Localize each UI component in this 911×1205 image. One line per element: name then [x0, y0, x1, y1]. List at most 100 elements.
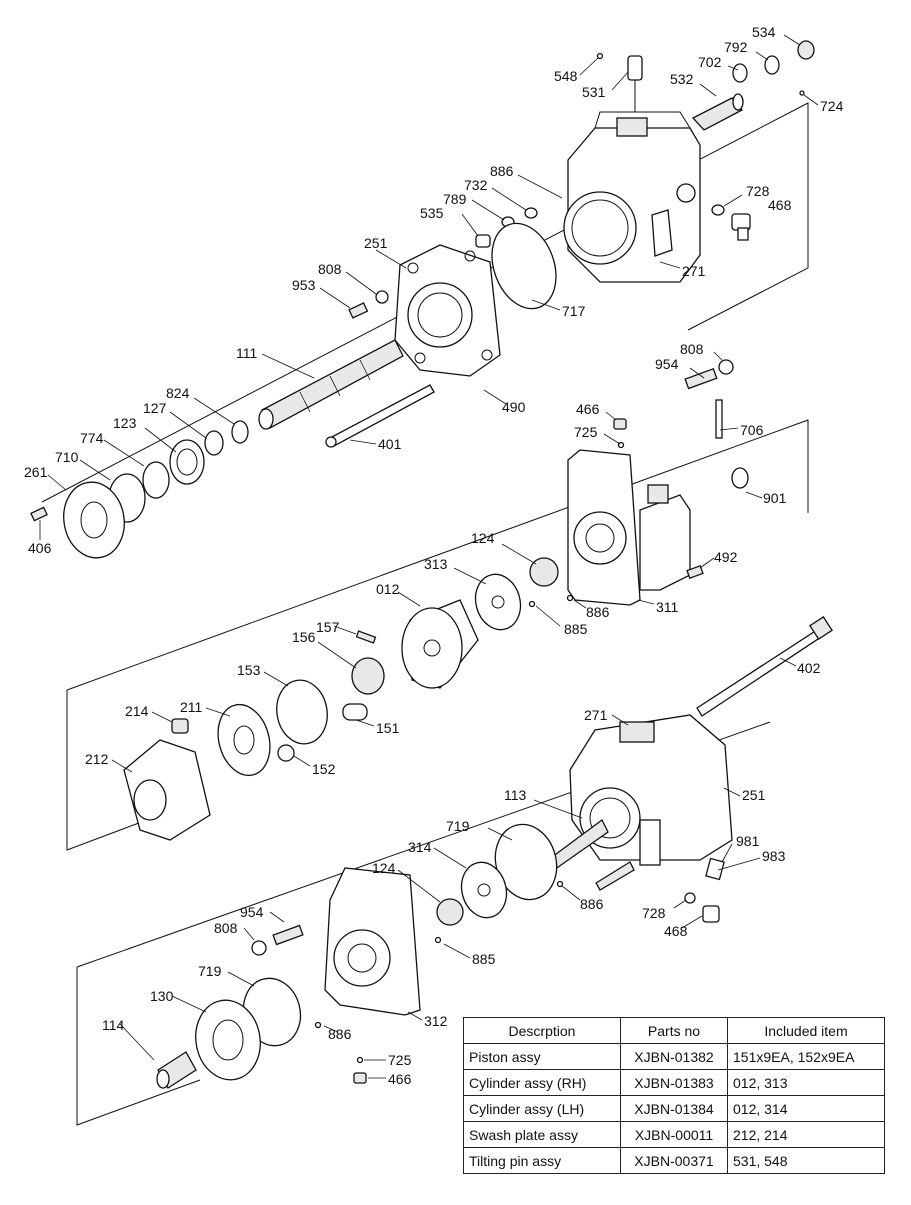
- plug-532: [691, 93, 744, 131]
- cell-included-item: 012, 314: [727, 1095, 885, 1122]
- callout-212: 212: [85, 751, 109, 767]
- parts-table-header-row: Descrption Parts no Included item: [463, 1017, 885, 1044]
- callout-151: 151: [376, 720, 400, 736]
- callout-214: 214: [125, 703, 149, 719]
- cell-description: Swash plate assy: [463, 1121, 621, 1148]
- plug-468-upper: [711, 204, 751, 241]
- valve-plate-314: [460, 861, 508, 919]
- flange-261: [30, 481, 125, 559]
- bearing-114: [156, 1051, 197, 1089]
- cell-parts-no: XJBN-01384: [620, 1095, 728, 1122]
- cell-included-item: 212, 214: [727, 1121, 885, 1148]
- cell-parts-no: XJBN-00371: [620, 1147, 728, 1174]
- shaft-111: [258, 339, 404, 430]
- parts-725-466-lower: [353, 1056, 367, 1084]
- callout-983: 983: [762, 848, 786, 864]
- callout-113: 113: [504, 787, 527, 803]
- callout-130: 130: [150, 988, 174, 1004]
- seal-rings-702-792-534: [596, 40, 815, 96]
- callout-808-b: 808: [680, 341, 704, 357]
- callout-401: 401: [378, 436, 402, 452]
- callout-724: 724: [820, 98, 844, 114]
- callout-156: 156: [292, 629, 316, 645]
- callout-702: 702: [698, 54, 722, 70]
- callout-211: 211: [180, 699, 203, 715]
- callout-251-b: 251: [742, 787, 766, 803]
- cell-included-item: 531, 548: [727, 1147, 885, 1174]
- callout-725-b: 725: [388, 1052, 412, 1068]
- parts-table: Descrption Parts no Included item Piston…: [463, 1017, 885, 1174]
- callout-954-b: 954: [240, 904, 264, 920]
- callout-406: 406: [28, 540, 52, 556]
- table-row: Tilting pin assy XJBN-00371 531, 548: [463, 1147, 885, 1174]
- bearing-set-824-127-123-774: [108, 420, 249, 523]
- swash-212-214: [123, 718, 211, 841]
- callout-468-a: 468: [768, 197, 792, 213]
- callout-885-a: 885: [564, 621, 588, 637]
- callout-127: 127: [143, 400, 167, 416]
- callout-311: 311: [656, 599, 679, 615]
- cell-description: Piston assy: [463, 1043, 621, 1070]
- callout-953: 953: [292, 277, 316, 293]
- plug-728-468-lower: [684, 892, 720, 923]
- cell-parts-no: XJBN-01383: [620, 1069, 728, 1096]
- callout-774: 774: [80, 430, 104, 446]
- callout-725-a: 725: [574, 424, 598, 440]
- bolt-402: [696, 616, 833, 717]
- swash-plate-211: [217, 703, 271, 777]
- cylinder-block-012: [401, 599, 479, 689]
- valve-plate-313: [474, 573, 522, 631]
- callout-535: 535: [420, 205, 444, 221]
- callout-824: 824: [166, 385, 190, 401]
- callout-531: 531: [582, 84, 606, 100]
- cell-parts-no: XJBN-01382: [620, 1043, 728, 1070]
- callout-886-a: 886: [490, 163, 514, 179]
- callout-466-b: 466: [388, 1071, 412, 1087]
- callout-886-b: 886: [586, 604, 610, 620]
- callout-492: 492: [714, 549, 738, 565]
- callout-402: 402: [797, 660, 821, 676]
- callout-157: 157: [316, 619, 340, 635]
- callout-313: 313: [424, 556, 448, 572]
- callout-labels: 534 792 702 548 532 531 724 886 732 789 …: [24, 24, 844, 1087]
- header-description: Descrption: [463, 1017, 621, 1044]
- callout-548: 548: [554, 68, 578, 84]
- callout-886-c: 886: [580, 896, 604, 912]
- callout-152: 152: [312, 761, 336, 777]
- small-parts-535-789-732: [475, 207, 538, 248]
- table-row: Swash plate assy XJBN-00011 212, 214: [463, 1121, 885, 1148]
- callout-314: 314: [408, 839, 432, 855]
- housing-271-upper: [563, 111, 701, 283]
- table-row: Piston assy XJBN-01382 151x9EA, 152x9EA: [463, 1043, 885, 1070]
- callout-312: 312: [424, 1013, 448, 1029]
- cell-parts-no: XJBN-00011: [620, 1121, 728, 1148]
- callout-012: 012: [376, 581, 400, 597]
- callout-468-b: 468: [664, 923, 688, 939]
- callout-490: 490: [502, 399, 526, 415]
- gasket-717: [491, 222, 557, 310]
- port-block-311: [567, 449, 691, 606]
- cell-description: Cylinder assy (RH): [463, 1069, 621, 1096]
- callout-732: 732: [464, 177, 488, 193]
- retainer-153: [276, 679, 328, 745]
- callout-706: 706: [740, 422, 764, 438]
- leader-lines: [39, 34, 819, 1079]
- callout-886-d: 886: [328, 1026, 352, 1042]
- callout-728-a: 728: [746, 183, 770, 199]
- cell-included-item: 012, 313: [727, 1069, 885, 1096]
- callout-534: 534: [752, 24, 776, 40]
- callout-808-a: 808: [318, 261, 342, 277]
- callout-124-a: 124: [471, 530, 495, 546]
- callout-532: 532: [670, 71, 694, 87]
- callout-114: 114: [102, 1017, 125, 1033]
- header-included-item: Included item: [727, 1017, 885, 1044]
- cover-312: [314, 867, 442, 1029]
- parts-954-808-lower: [251, 924, 304, 956]
- callout-954-a: 954: [655, 356, 679, 372]
- table-row: Cylinder assy (RH) XJBN-01383 012, 313: [463, 1069, 885, 1096]
- callout-719-a: 719: [446, 818, 470, 834]
- plate-981-983: [705, 857, 725, 881]
- callout-123: 123: [113, 415, 137, 431]
- assembled-pump: [569, 714, 733, 866]
- callout-728-b: 728: [642, 905, 666, 921]
